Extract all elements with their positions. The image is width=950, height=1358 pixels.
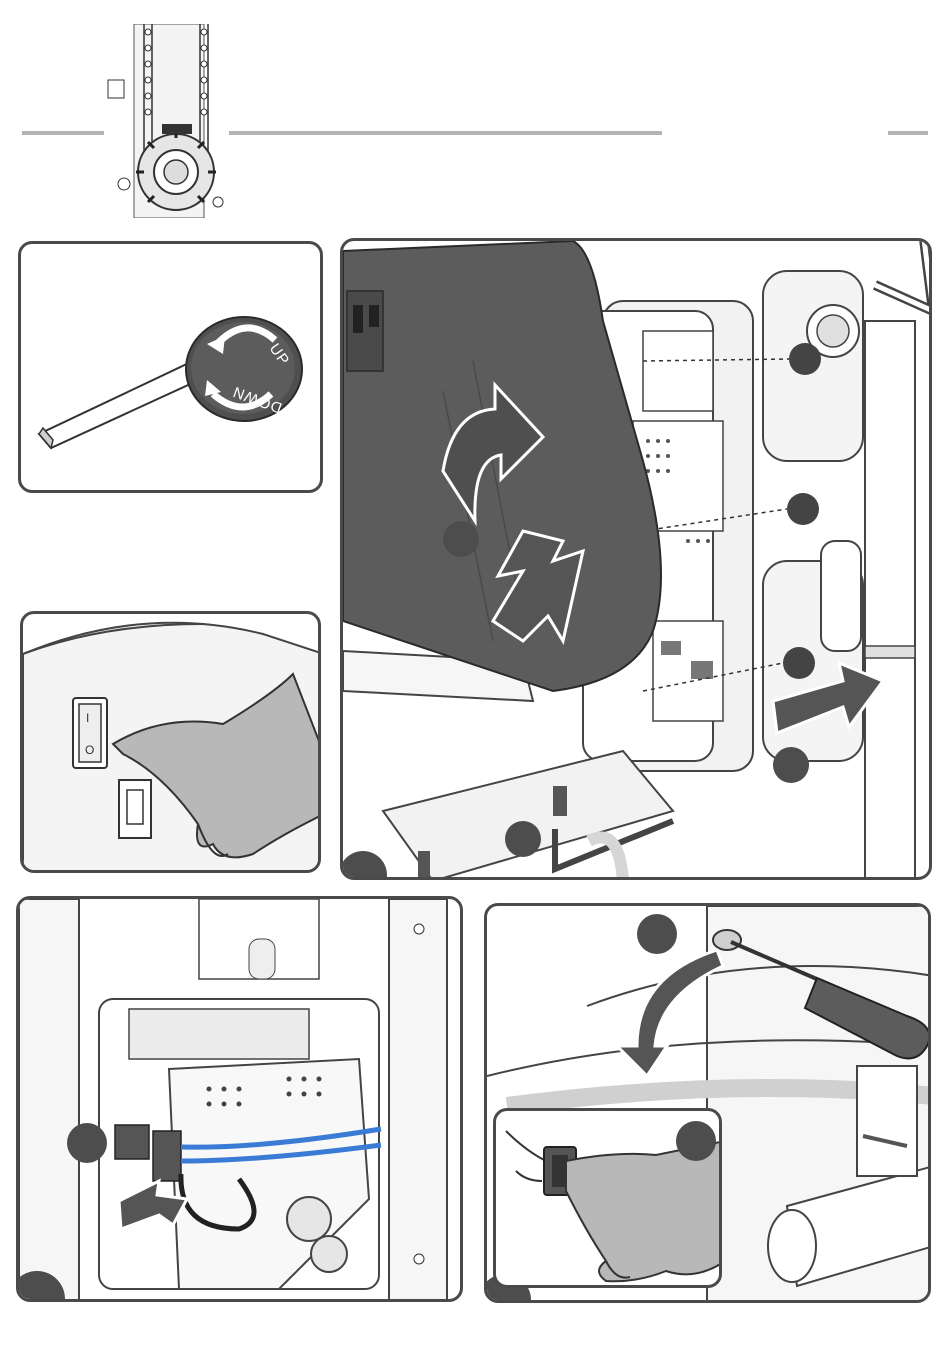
panel-inset-switch-removal	[493, 1108, 722, 1288]
panel-connector	[16, 896, 463, 1302]
header-rule-right	[888, 131, 928, 135]
switch-on-mark: I	[86, 711, 89, 725]
panel-manual-knob: UP DOWN	[18, 241, 323, 493]
chain-sprocket-icon	[104, 24, 228, 218]
switch-off-mark: O	[85, 743, 94, 757]
panel-main-assembly	[340, 238, 932, 880]
header-rule-left	[22, 131, 106, 135]
header-rule-middle	[229, 131, 662, 135]
panel-rocker-switch: I O	[20, 611, 321, 873]
